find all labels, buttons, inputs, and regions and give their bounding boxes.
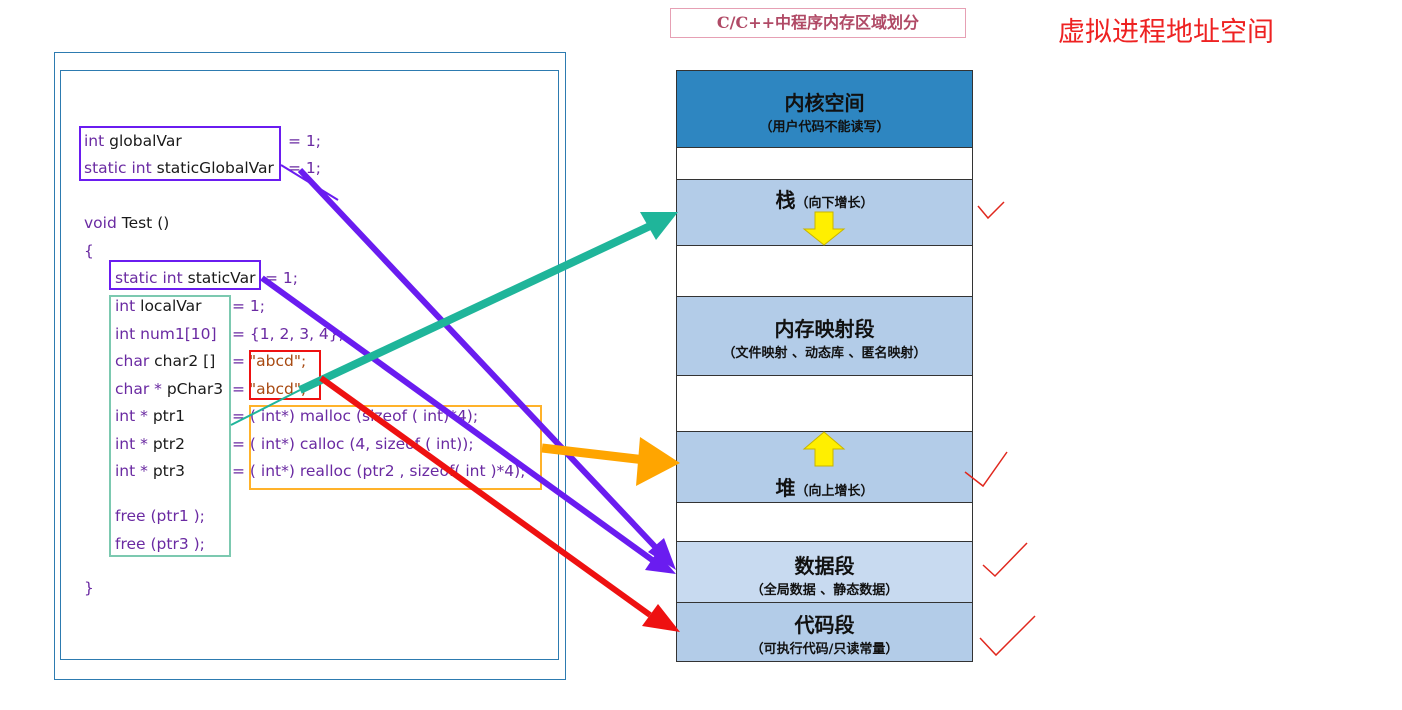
code-close-brace: } — [84, 579, 94, 597]
segment-mmap-sub: （文件映射 、动态库 、匿名映射） — [722, 346, 927, 361]
global-to-data-arrow — [297, 167, 663, 555]
segment-text-title: 代码段 — [794, 613, 855, 637]
code-line-local-var: int localVar= 1; — [115, 297, 265, 315]
side-title: 虚拟进程地址空间 — [1058, 17, 1274, 48]
code-line-ptr2: int * ptr2= ( int*) calloc (4, sizeof ( … — [115, 435, 474, 453]
string-literal-box — [249, 350, 321, 400]
segment-stack-title: 栈 — [775, 188, 796, 212]
data-check-icon — [982, 542, 1028, 578]
segment-text-sub: （可执行代码/只读常量） — [750, 642, 899, 657]
locals-to-stack-arrowhead-icon — [640, 212, 678, 240]
code-line-static-global-var: static int staticGlobalVar= 1; — [84, 159, 321, 177]
heap-check-icon — [964, 451, 1008, 488]
global-to-data-arrowhead-icon — [648, 538, 676, 570]
static-to-data-arrowhead-icon — [645, 552, 676, 574]
segment-data-sub: （全局数据 、静态数据） — [750, 583, 899, 598]
segment-mmap-title: 内存映射段 — [774, 317, 875, 341]
heap-alloc-box — [249, 405, 542, 490]
code-open-brace: { — [84, 242, 94, 260]
segment-text: 代码段 （可执行代码/只读常量） — [676, 602, 973, 662]
stack-vars-box — [109, 295, 231, 557]
code-line-func-decl: void Test () — [84, 214, 170, 232]
page-title: C/C++中程序内存区域划分 — [670, 8, 966, 38]
code-frame-inner — [60, 70, 559, 660]
gap-3 — [676, 375, 973, 432]
code-line-pchar3: char * pChar3="abcd"; — [115, 380, 307, 398]
static-to-data-arrow — [260, 275, 657, 565]
segment-kernel-title: 内核空间 — [784, 91, 865, 115]
code-frame-outer — [54, 52, 566, 680]
static-var-box — [109, 260, 261, 290]
global-vars-box — [79, 126, 281, 181]
literal-to-text-arrowhead-icon — [642, 604, 680, 632]
locals-to-stack-arrow — [298, 222, 652, 394]
segment-data: 数据段 （全局数据 、静态数据） — [676, 541, 973, 603]
segment-kernel: 内核空间 （用户代码不能读写） — [676, 70, 973, 148]
stack-check-icon — [977, 201, 1005, 220]
code-line-num1: int num1[10]= {1, 2, 3, 4}; — [115, 325, 344, 343]
segment-heap-sub: （向上增长） — [795, 484, 874, 499]
segment-data-title: 数据段 — [794, 554, 855, 578]
code-line-global-var: int globalVar= 1; — [84, 132, 321, 150]
heap-alloc-arrowhead-icon — [636, 437, 680, 486]
segment-mmap: 内存映射段 （文件映射 、动态库 、匿名映射） — [676, 296, 973, 376]
code-line-free-ptr3: free (ptr3 ); — [115, 535, 205, 553]
code-line-char2: char char2 []="abcd"; — [115, 352, 307, 370]
segment-stack-sub: （向下增长） — [795, 196, 874, 211]
gap-4 — [676, 502, 973, 542]
code-line-static-var: static int staticVar= 1; — [115, 269, 298, 287]
heap-alloc-arrow — [541, 443, 646, 465]
code-line-ptr3: int * ptr3= ( int*) realloc (ptr2 , size… — [115, 462, 526, 480]
segment-kernel-sub: （用户代码不能读写） — [759, 120, 890, 135]
heap-up-arrow-icon — [802, 431, 846, 467]
segment-heap-title: 堆 — [775, 476, 796, 500]
code-line-free-ptr1: free (ptr1 ); — [115, 507, 205, 525]
stack-down-arrow-icon — [802, 211, 846, 246]
literal-to-text-arrow — [319, 375, 652, 618]
locals-to-stack-thin-line — [230, 389, 301, 426]
text-check-icon — [979, 615, 1036, 657]
